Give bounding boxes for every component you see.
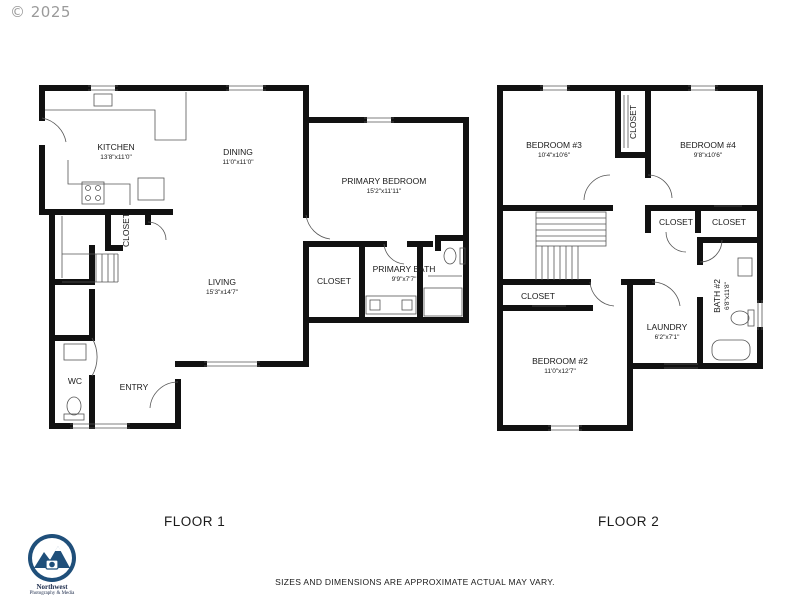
- floor2-fixtures: [532, 85, 763, 431]
- floor2-plan: [497, 85, 763, 431]
- copyright-notice: © 2025: [10, 3, 71, 21]
- logo-subtitle: Photography & Media: [29, 591, 75, 596]
- logo-name: Northwest: [36, 583, 68, 591]
- bedroom3-closet-label: CLOSET: [628, 105, 638, 139]
- bedroom2-label: BEDROOM #2: [532, 356, 588, 366]
- bath2-dim: 6'8"x11'8": [724, 281, 731, 310]
- primary-bedroom-label: PRIMARY BEDROOM: [342, 176, 427, 186]
- bath2-label: BATH #2: [712, 279, 722, 313]
- entry-label: ENTRY: [120, 382, 149, 392]
- primary-closet-label: CLOSET: [317, 276, 351, 286]
- bedroom4-label: BEDROOM #4: [680, 140, 736, 150]
- floor1-plan: [39, 85, 469, 429]
- living-dim: 15'3"x14'7": [206, 289, 239, 296]
- hall-closet-a-label: CLOSET: [659, 217, 693, 227]
- hall-closet-b-label: CLOSET: [712, 217, 746, 227]
- floor1-title: FLOOR 1: [164, 514, 226, 529]
- bedroom2-dim: 11'0"x12'7": [544, 368, 576, 375]
- disclaimer: SIZES AND DIMENSIONS ARE APPROXIMATE ACT…: [275, 577, 555, 587]
- bedroom3-label: BEDROOM #3: [526, 140, 582, 150]
- kitchen-dim: 13'8"x11'0": [100, 154, 132, 161]
- dining-label: DINING: [223, 147, 253, 157]
- primary-bath-dim: 9'9"x7'7": [392, 276, 417, 283]
- company-logo: [28, 534, 76, 582]
- wc-label: WC: [68, 376, 82, 386]
- bedroom2-closet-label: CLOSET: [521, 291, 555, 301]
- laundry-dim: 6'2"x7'1": [655, 334, 680, 341]
- bedroom4-dim: 9'8"x10'6": [694, 152, 723, 159]
- primary-bath-label: PRIMARY BATH: [373, 264, 436, 274]
- kitchen-label: KITCHEN: [97, 142, 134, 152]
- primary-bedroom-dim: 15'2"x11'11": [367, 188, 402, 195]
- bedroom3-dim: 10'4"x10'6": [538, 152, 571, 159]
- dining-dim: 11'0"x11'0": [222, 159, 254, 166]
- stair-closet-label: CLOSET: [121, 213, 131, 247]
- living-label: LIVING: [208, 277, 236, 287]
- laundry-label: LAUNDRY: [647, 322, 688, 332]
- floor1-fixtures: [41, 85, 466, 429]
- floor2-title: FLOOR 2: [598, 514, 660, 529]
